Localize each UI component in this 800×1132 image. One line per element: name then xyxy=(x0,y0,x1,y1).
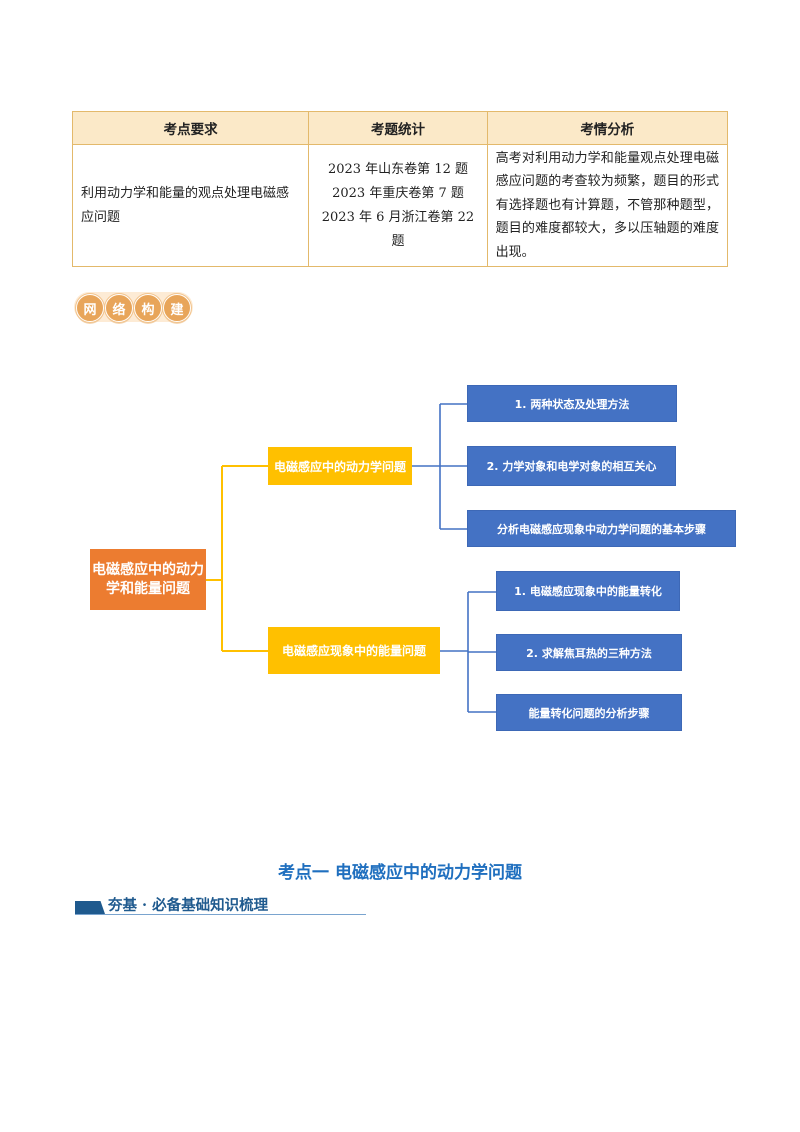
mindmap-branch-energy: 电磁感应现象中的能量问题 xyxy=(268,627,440,674)
badge-char: 网 xyxy=(75,293,105,323)
mindmap-leaf: 能量转化问题的分析步骤 xyxy=(496,694,682,731)
section-subheading: 夯基 · 必备基础知识梳理 xyxy=(75,893,366,915)
root-connectors xyxy=(205,465,268,652)
statistics-cell: 2023 年山东卷第 12 题 2023 年重庆卷第 7 题 2023 年 6 … xyxy=(308,144,488,267)
stat-item: 2023 年山东卷第 12 题 xyxy=(327,161,468,177)
analysis-cell: 高考对利用动力学和能量观点处理电磁感应问题的考查较为频繁，题目的形式有选择题也有… xyxy=(486,144,729,267)
subheading-bar-icon xyxy=(75,901,105,914)
table-header-row: 考点要求 考题统计 考情分析 xyxy=(71,111,729,145)
header-requirement: 考点要求 xyxy=(71,111,310,145)
branch2-connectors xyxy=(440,591,496,713)
stat-item: 2023 年 6 月浙江卷第 22 题 xyxy=(321,209,475,249)
mindmap-leaf: 2. 求解焦耳热的三种方法 xyxy=(496,634,682,671)
mindmap-leaf: 2. 力学对象和电学对象的相互关心 xyxy=(467,446,676,486)
root-branch-connector xyxy=(205,465,268,652)
topic-title: 考点一 电磁感应中的动力学问题 xyxy=(278,863,522,883)
branch1-connectors xyxy=(412,403,467,530)
branch2-leaf-connector xyxy=(440,591,496,713)
mindmap-leaf: 分析电磁感应现象中动力学问题的基本步骤 xyxy=(467,510,736,547)
requirement-cell: 利用动力学和能量的观点处理电磁感应问题 xyxy=(71,144,310,267)
mindmap-root: 电磁感应中的动力学和能量问题 xyxy=(90,549,206,610)
badge-char: 构 xyxy=(133,293,163,323)
stat-item: 2023 年重庆卷第 7 题 xyxy=(332,185,464,201)
branch1-leaf-connector xyxy=(412,403,467,530)
exam-requirements-table: 考点要求 考题统计 考情分析 利用动力学和能量的观点处理电磁感应问题 2023 … xyxy=(71,111,729,267)
badge-char: 建 xyxy=(162,293,192,323)
table-row: 利用动力学和能量的观点处理电磁感应问题 2023 年山东卷第 12 题 2023… xyxy=(71,144,729,267)
badge-char: 络 xyxy=(104,293,134,323)
mindmap-branch-dynamics: 电磁感应中的动力学问题 xyxy=(268,447,412,485)
mindmap-leaf: 1. 两种状态及处理方法 xyxy=(467,385,677,422)
subheading-underline xyxy=(75,914,366,915)
subheading-text: 夯基 · 必备基础知识梳理 xyxy=(108,897,269,914)
mindmap-leaf: 1. 电磁感应现象中的能量转化 xyxy=(496,571,680,611)
network-build-badge: 网 络 构 建 xyxy=(74,292,193,323)
